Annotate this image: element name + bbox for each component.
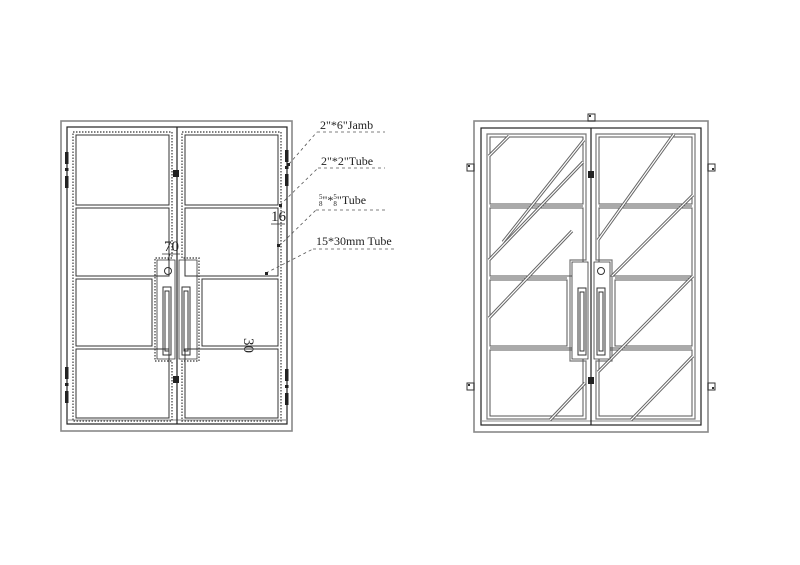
right-handle-icon (181, 286, 191, 356)
right-door-elevation (466, 113, 716, 433)
dimension-30: 30 (240, 338, 256, 353)
tube-2x2-callout: 2"*2"Tube (321, 154, 374, 168)
jamb-callout: 2"*6"Jamb (320, 118, 374, 132)
leader-lines (265, 131, 395, 274)
dimension-70: 70 (164, 239, 179, 255)
left-handle-icon (162, 286, 172, 356)
anchor-tabs (466, 113, 716, 391)
dimension-16: 16 (271, 209, 286, 225)
left-door-elevation (60, 120, 395, 432)
tube-15x30-callout: 15*30mm Tube (316, 234, 392, 248)
